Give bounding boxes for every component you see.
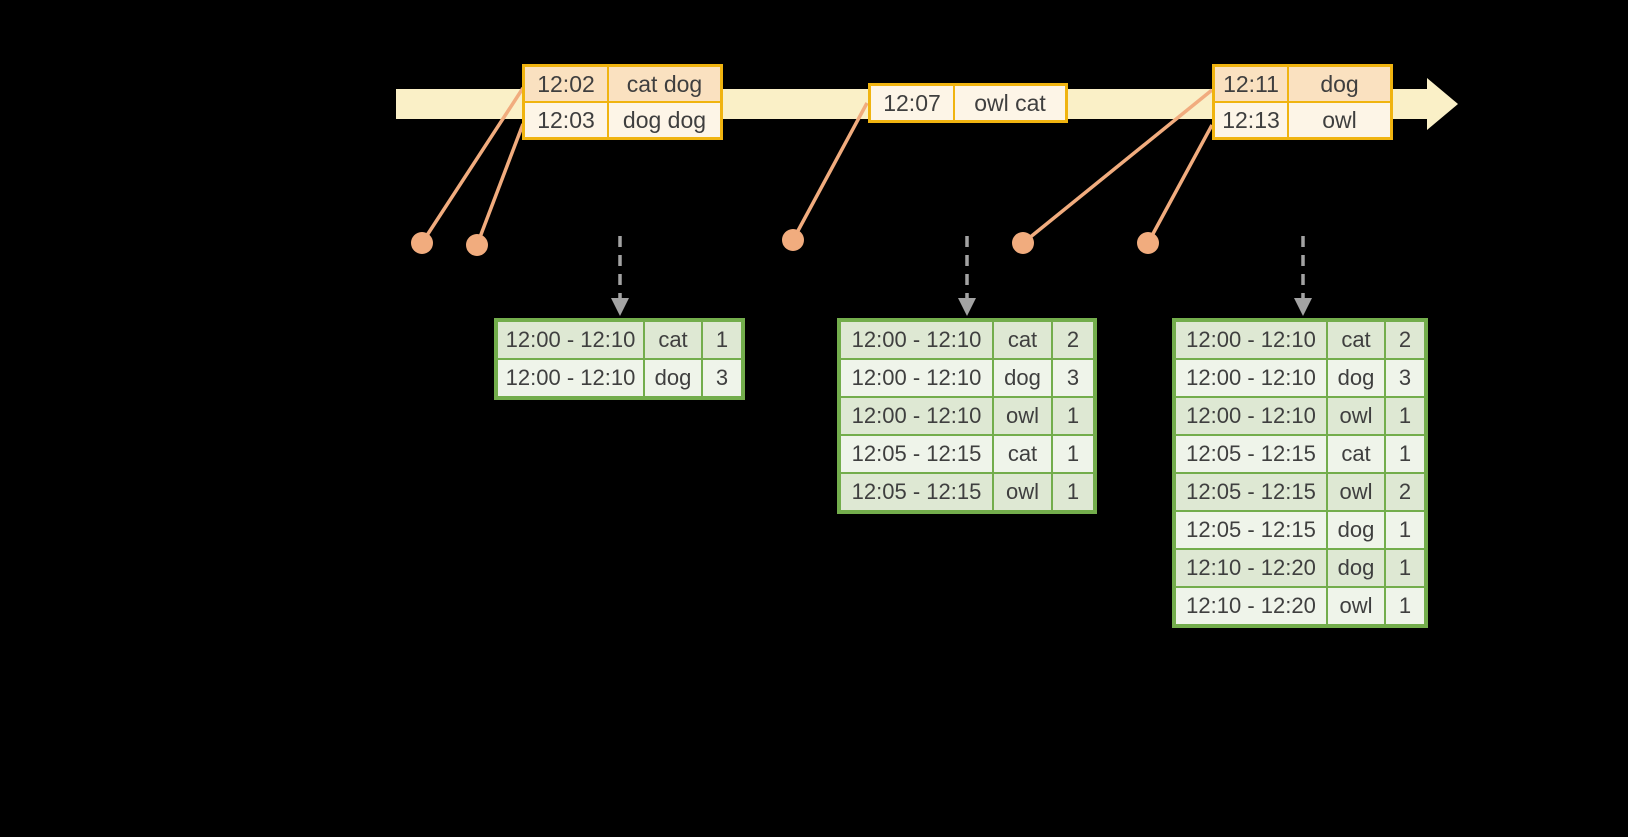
result-word-cell: dog (1328, 550, 1384, 586)
result-word-cell: cat (645, 322, 701, 358)
result-window-cell: 12:05 - 12:15 (841, 436, 992, 472)
result-window-cell: 12:00 - 12:10 (841, 360, 992, 396)
trigger-arrow-icon (958, 236, 976, 316)
result-window-cell: 12:00 - 12:10 (1176, 398, 1326, 434)
result-word-cell: dog (1328, 512, 1384, 548)
result-window-cell: 12:00 - 12:10 (498, 360, 643, 396)
event-dot (1012, 232, 1034, 254)
result-window-cell: 12:05 - 12:15 (1176, 436, 1326, 472)
result-word-cell: cat (994, 436, 1051, 472)
result-count-cell: 3 (1386, 360, 1424, 396)
result-count-cell: 1 (1053, 398, 1093, 434)
result-count-cell: 1 (1386, 588, 1424, 624)
event-words-cell: owl (1289, 103, 1390, 137)
trigger-arrow-icon (1294, 236, 1312, 316)
timeline-arrowhead-icon (1427, 78, 1458, 130)
result-window-cell: 12:00 - 12:10 (498, 322, 643, 358)
result-word-cell: dog (1328, 360, 1384, 396)
result-word-cell: dog (645, 360, 701, 396)
result-window-cell: 12:05 - 12:15 (1176, 474, 1326, 510)
result-window-cell: 12:05 - 12:15 (841, 474, 992, 510)
result-window-cell: 12:10 - 12:20 (1176, 550, 1326, 586)
event-time-cell: 12:13 (1215, 103, 1287, 137)
event-time-cell: 12:11 (1215, 67, 1287, 101)
result-word-cell: owl (1328, 474, 1384, 510)
event-words-cell: dog (1289, 67, 1390, 101)
result-count-cell: 2 (1053, 322, 1093, 358)
event-dot (411, 232, 433, 254)
result-count-cell: 2 (1386, 474, 1424, 510)
result-word-cell: owl (994, 474, 1051, 510)
trigger-arrow-icon (611, 236, 629, 316)
event-time-cell: 12:07 (871, 86, 953, 120)
result-window-cell: 12:05 - 12:15 (1176, 512, 1326, 548)
result-word-cell: owl (994, 398, 1051, 434)
result-count-cell: 3 (1053, 360, 1093, 396)
result-window-cell: 12:10 - 12:20 (1176, 588, 1326, 624)
result-count-cell: 3 (703, 360, 741, 396)
event-words-cell: dog dog (609, 103, 720, 137)
result-count-cell: 1 (1386, 436, 1424, 472)
event-dot (466, 234, 488, 256)
event-words-cell: cat dog (609, 67, 720, 101)
result-word-cell: owl (1328, 398, 1384, 434)
result-count-cell: 1 (1053, 436, 1093, 472)
result-window-cell: 12:00 - 12:10 (841, 398, 992, 434)
result-count-cell: 2 (1386, 322, 1424, 358)
result-count-cell: 1 (703, 322, 741, 358)
result-window-cell: 12:00 - 12:10 (841, 322, 992, 358)
event-dot (1137, 232, 1159, 254)
result-word-cell: cat (994, 322, 1051, 358)
result-count-cell: 1 (1386, 512, 1424, 548)
result-count-cell: 1 (1386, 398, 1424, 434)
event-time-cell: 12:03 (525, 103, 607, 137)
connector-line (1021, 88, 1214, 245)
result-window-cell: 12:00 - 12:10 (1176, 322, 1326, 358)
event-time-cell: 12:02 (525, 67, 607, 101)
result-count-cell: 1 (1386, 550, 1424, 586)
result-count-cell: 1 (1053, 474, 1093, 510)
result-word-cell: cat (1328, 322, 1384, 358)
event-dot (782, 229, 804, 251)
result-word-cell: dog (994, 360, 1051, 396)
result-window-cell: 12:00 - 12:10 (1176, 360, 1326, 396)
result-word-cell: owl (1328, 588, 1384, 624)
event-words-cell: owl cat (955, 86, 1065, 120)
connector-line (1146, 124, 1214, 244)
result-word-cell: cat (1328, 436, 1384, 472)
connector-line (420, 87, 525, 244)
connector-line (475, 123, 525, 246)
connector-line (791, 102, 869, 241)
